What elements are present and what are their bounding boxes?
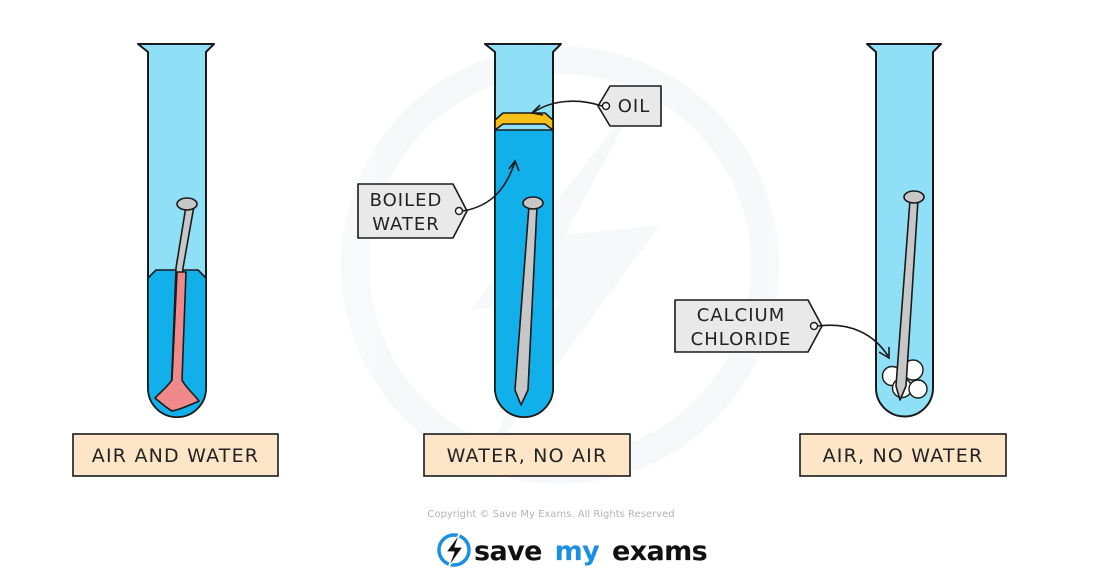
calcium-chloride-pointer [817, 324, 890, 360]
oil-label: OIL [618, 96, 651, 117]
oil-tag: OIL [597, 85, 662, 127]
boiled-water-pointer [462, 159, 520, 212]
caption-air-and-water: AIR AND WATER [92, 445, 259, 467]
copyright-notice: Copyright © Save My Exams. All Rights Re… [427, 509, 674, 520]
nail-head [903, 190, 925, 204]
oil-layer [494, 112, 554, 131]
calcium-chloride-label-line1: CALCIUM [697, 305, 786, 326]
caption-water-no-air: WATER, NO AIR [447, 445, 608, 467]
boiled-water-tag: BOILED WATER [357, 183, 468, 239]
watermark-logo [341, 46, 779, 484]
test-tube-air-no-water [866, 43, 942, 418]
tube-glass-air [866, 43, 942, 418]
caption-box-water-no-air: WATER, NO AIR [423, 433, 631, 477]
brand-wordmark: save my exams [474, 536, 707, 567]
brand-exams: exams [612, 536, 707, 567]
rust-deposit [154, 271, 200, 412]
brand-save: save [474, 536, 542, 567]
nail-head [176, 197, 198, 211]
lightning-icon [437, 532, 471, 569]
oil-pointer [530, 100, 603, 116]
clean-nail [514, 196, 544, 406]
caption-box-air-no-water: AIR, NO WATER [799, 433, 1007, 477]
calcium-chloride-tag: CALCIUM CHLORIDE [674, 299, 823, 353]
save-my-exams-logo: save my exams [437, 532, 708, 569]
caption-air-no-water: AIR, NO WATER [823, 445, 984, 467]
brand-my: my [555, 536, 601, 567]
boiled-water-label-line1: BOILED [370, 190, 443, 211]
calcium-chloride-label-line2: CHLORIDE [691, 329, 792, 350]
nail-head [522, 196, 544, 210]
caption-box-air-and-water: AIR AND WATER [72, 433, 279, 477]
clean-nail [895, 190, 925, 401]
test-tube-air-and-water [137, 43, 215, 418]
boiled-water-label-line2: WATER [372, 214, 440, 235]
rusted-nail [154, 197, 200, 412]
test-tube-water-no-air [484, 43, 562, 418]
